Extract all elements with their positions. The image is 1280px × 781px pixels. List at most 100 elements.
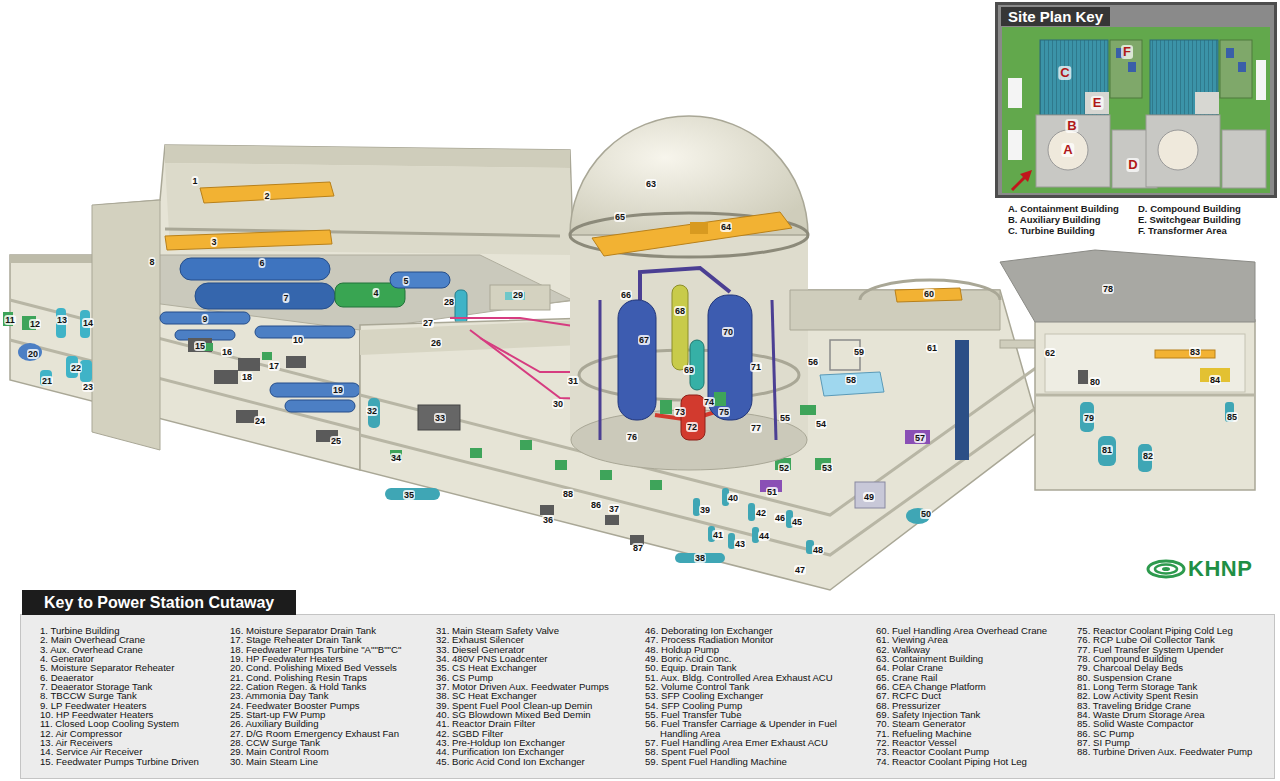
key-entry: 27. D/G Room Emergency Exhaust Fan [230,729,434,738]
callout-number: 83 [1189,347,1201,357]
callout-number: 52 [778,463,790,473]
key-entry: 85. Solid Waste Compactor [1077,719,1273,728]
site-plan-map [1146,115,1220,187]
callout-number: 23 [82,382,94,392]
key-entry: 48. Holdup Pump [645,645,874,654]
key-entry: 9. LP Feedwater Heaters [40,701,228,710]
turbine-building [10,340,360,430]
callout-number: 42 [755,508,767,518]
key-entry: 50. Equip. Drain Tank [645,663,874,672]
auxiliary-equipment [470,448,482,458]
callout-number: 81 [1101,445,1113,455]
site-plan-map [1048,130,1088,170]
auxiliary-equipment [786,510,793,528]
key-entry: 51. Aux. Bldg. Controlled Area Exhaust A… [645,673,874,682]
auxiliary-equipment [650,480,662,490]
compound-building [1098,436,1116,466]
callout-number: 9 [201,314,208,324]
key-entry: 18. Feedwater Pumps Turbine "A""B""C" [230,645,434,654]
polar-crane [592,212,792,256]
callout-number: 53 [821,463,833,473]
site-plan-map [1226,48,1234,58]
site-plan-map [1222,130,1266,188]
key-entry: 19. HP Feedwater Heaters [230,654,434,663]
callout-number: 55 [779,413,791,423]
callout-number: 18 [241,372,253,382]
key-entry: 60. Fuel Handling Area Overhead Crane [876,626,1076,635]
reactor-coolant-system [714,392,726,406]
fuel-handling-area [790,280,1040,460]
callout-number: 31 [567,376,579,386]
callout-number: 24 [254,416,266,426]
key-entry: 47. Process Radiation Monitor [645,635,874,644]
key-entry: 79. Charcoal Delay Beds [1077,663,1273,672]
callout-number: 46 [774,513,786,523]
callout-number: 44 [758,531,770,541]
site-plan-map [1036,115,1110,187]
site-plan-map [1238,62,1246,72]
auxiliary-equipment [760,480,782,492]
key-entry: 43. Pre-Holdup Ion Exchanger [436,738,643,747]
callout-number: 61 [926,343,938,353]
key-entry: 57. Fuel Handling Area Emer Exhaust ACU [645,738,874,747]
containment-building [570,116,808,470]
key-entry: 82. Low Activity Spent Resin [1077,691,1273,700]
callout-number: 51 [766,487,778,497]
site-letter: E [1091,96,1104,110]
key-entry: 81. Long Term Storage Tank [1077,682,1273,691]
logo-icon [1148,561,1184,577]
compound-building [1138,444,1152,472]
callout-number: 48 [812,545,824,555]
callout-number: 19 [332,385,344,395]
turbine-generator-train [195,283,335,309]
callout-number: 30 [552,399,564,409]
key-entry: 30. Main Steam Line [230,757,434,766]
key-entry: 6. Deaerator [40,673,228,682]
callout-number: 54 [815,419,827,429]
key-entry: 65. Crane Rail [876,673,1076,682]
reactor-coolant-system [599,300,602,440]
logo-icon [1148,561,1184,577]
compound-building [1080,402,1094,432]
callout-number: 45 [791,517,803,527]
pump-equipment [80,310,90,338]
callout-number: 84 [1209,375,1221,385]
callout-number: 38 [694,553,706,563]
panel-heading: Site Plan Key [1001,7,1110,26]
turbine-building [92,200,160,450]
callout-number: 72 [686,422,698,432]
pump-equipment [18,343,42,361]
auxiliary-equipment [815,458,831,470]
key-entry: 70. Steam Generator [876,719,1076,728]
key-entry: 42. SGBD Filter [436,729,643,738]
auxiliary-equipment [728,533,735,549]
reactor-coolant-system [690,340,704,390]
callout-number: 8 [148,257,155,267]
callout-number: 17 [268,361,280,371]
auxiliary-equipment [390,450,402,460]
pump-equipment [236,410,258,423]
polar-crane [592,212,792,256]
pump-equipment [80,360,92,382]
key-entry: 38. SC Heat Exchanger [436,691,643,700]
auxiliary-equipment [540,505,554,515]
key-entry: 54. SFP Cooling Pump [645,701,874,710]
callout-number: 69 [683,365,695,375]
panel-heading: Key to Power Station Cutaway [22,590,296,615]
key-entry: 11. Closed Loop Cooling System [40,719,228,728]
site-letter: D [1126,158,1139,172]
key-entry: 31. Main Steam Safety Valve [436,626,643,635]
auxiliary-equipment [748,503,755,521]
callout-number: 59 [853,347,865,357]
polar-crane [690,222,708,234]
auxiliary-equipment [418,405,460,430]
callout-number: 15 [194,341,206,351]
key-entry: 67. RCFC Duct [876,691,1076,700]
site-plan-map [1002,27,1270,193]
key-entry: 26. Auxiliary Building [230,719,434,728]
key-entry: 86. SC Pump [1077,729,1273,738]
pump-equipment [56,308,66,338]
key-entry: 56. Fuel Transfer Carriage & Upender in … [645,719,874,738]
key-entry: 71. Refueling Machine [876,729,1076,738]
